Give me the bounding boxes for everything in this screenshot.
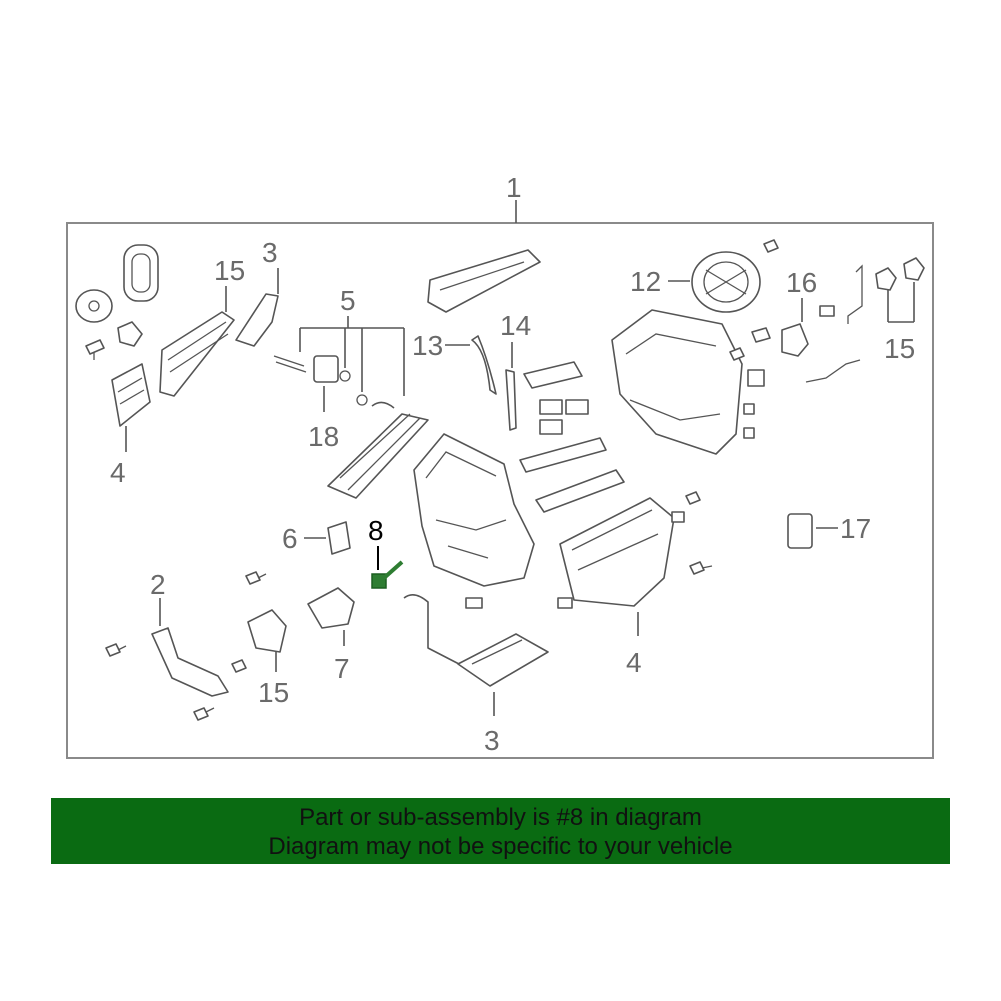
callout-5: 5 bbox=[340, 285, 356, 316]
part-hvac-housing-right bbox=[611, 309, 743, 455]
part-dampers bbox=[519, 361, 625, 513]
callout-18: 18 bbox=[308, 421, 339, 452]
callout-8: 8 bbox=[368, 515, 384, 546]
part-13-drain-hose bbox=[471, 335, 497, 395]
callout-1: 1 bbox=[506, 172, 522, 203]
part-evaporator bbox=[327, 401, 429, 499]
part-16-resistor bbox=[751, 298, 835, 357]
callout-15-upper: 15 bbox=[884, 333, 915, 364]
callout-11: 4 bbox=[110, 457, 126, 488]
part-6-actuator bbox=[304, 521, 351, 555]
banner-line-2: Diagram may not be specific to your vehi… bbox=[268, 833, 733, 860]
callout-13: 13 bbox=[412, 330, 443, 361]
part-grommet-group bbox=[75, 244, 159, 360]
callout-7: 7 bbox=[334, 653, 350, 684]
callout-6: 6 bbox=[282, 523, 298, 554]
part-10-duct bbox=[235, 268, 279, 347]
parts-diagram: 1 15 3 4 5 bbox=[66, 172, 934, 759]
part-bolts bbox=[105, 239, 779, 721]
callout-2: 2 bbox=[150, 569, 166, 600]
callout-17: 17 bbox=[840, 513, 871, 544]
part-hvac-housing-center bbox=[413, 433, 535, 587]
part-info-banner: Part or sub-assembly is #8 in diagram Di… bbox=[51, 798, 950, 864]
callout-9: 15 bbox=[214, 255, 245, 286]
callout-14: 14 bbox=[500, 310, 531, 341]
part-8-highlighted bbox=[371, 546, 404, 589]
callout-15-lower: 15 bbox=[258, 677, 289, 708]
callout-10: 3 bbox=[262, 237, 278, 268]
part-gasket-top bbox=[427, 249, 541, 313]
part-4-lower-case bbox=[559, 497, 675, 636]
part-wiring-harness bbox=[747, 264, 863, 387]
callout-4: 4 bbox=[626, 647, 642, 678]
part-clips bbox=[465, 403, 755, 609]
part-2-duct bbox=[151, 598, 229, 697]
part-9-cabin-filter bbox=[159, 286, 235, 397]
part-18-expansion-valve bbox=[313, 355, 339, 412]
part-17-sensor bbox=[787, 513, 838, 549]
assembly-frame bbox=[66, 222, 934, 759]
part-11-bracket bbox=[111, 363, 151, 452]
part-15-lower bbox=[247, 609, 287, 672]
part-7-bracket bbox=[307, 587, 355, 646]
part-14-hose bbox=[505, 369, 517, 431]
leader-5 bbox=[273, 316, 405, 406]
callout-12: 12 bbox=[630, 266, 661, 297]
banner-line-1: Part or sub-assembly is #8 in diagram bbox=[299, 804, 702, 831]
part-3-heater-core bbox=[403, 594, 549, 716]
callout-3: 3 bbox=[484, 725, 500, 756]
part-15-upper bbox=[875, 257, 925, 323]
callout-16: 16 bbox=[786, 267, 817, 298]
part-12-blower-motor bbox=[668, 251, 761, 313]
